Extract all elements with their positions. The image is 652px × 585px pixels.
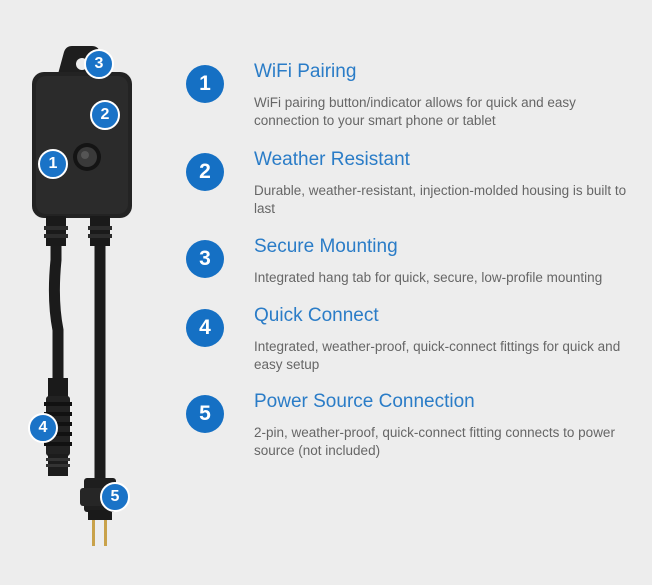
smart-plug-illustration: 3 2 1 4 5 xyxy=(0,0,200,580)
callout-badge-3: 3 xyxy=(84,49,114,79)
feature-title: Quick Connect xyxy=(254,305,379,326)
feature-title: Power Source Connection xyxy=(254,391,475,412)
feature-number-badge: 2 xyxy=(186,153,224,191)
feature-description: Integrated hang tab for quick, secure, l… xyxy=(254,270,603,285)
feature-title: Secure Mounting xyxy=(254,236,398,257)
feature-number-badge: 3 xyxy=(186,240,224,278)
feature-description: Integrated, weather-proof, quick-connect… xyxy=(254,339,621,372)
feature-description: Durable, weather-resistant, injection-mo… xyxy=(254,183,627,216)
feature-title: Weather Resistant xyxy=(254,149,410,170)
feature-title: WiFi Pairing xyxy=(254,61,357,82)
callout-badge-1: 1 xyxy=(38,149,68,179)
feature-number-badge: 5 xyxy=(186,395,224,433)
feature-description: 2-pin, weather-proof, quick-connect fitt… xyxy=(254,425,615,458)
feature-number-badge: 1 xyxy=(186,65,224,103)
feature-number-badge: 4 xyxy=(186,309,224,347)
callout-badge-4: 4 xyxy=(28,413,58,443)
callout-badge-5: 5 xyxy=(100,482,130,512)
feature-description: WiFi pairing button/indicator allows for… xyxy=(254,95,576,128)
callout-badge-2: 2 xyxy=(90,100,120,130)
